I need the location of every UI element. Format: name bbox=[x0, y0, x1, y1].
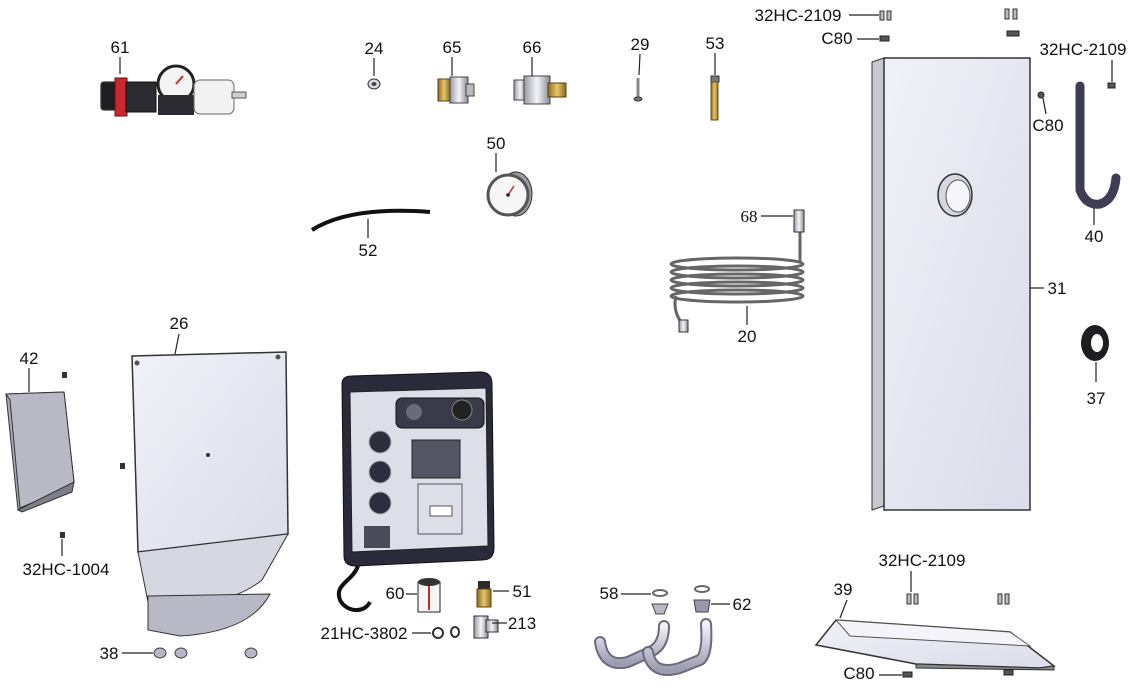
screw-part-29 bbox=[633, 78, 643, 102]
bolt-right bbox=[1107, 82, 1116, 89]
screw-26-left bbox=[120, 463, 125, 469]
pressure-gauge-part-50 bbox=[486, 171, 533, 217]
label-65: 65 bbox=[443, 38, 462, 57]
hook-part-40 bbox=[1075, 81, 1121, 209]
label-21hc-3802: 21HC-3802 bbox=[321, 624, 408, 643]
screw-32hc-1004 bbox=[60, 532, 65, 538]
nut-c80-right bbox=[1037, 91, 1045, 99]
label-52: 52 bbox=[359, 241, 378, 260]
mounting-plate-part-26 bbox=[131, 351, 289, 637]
label-32hc-2109-right: 32HC-2109 bbox=[1040, 40, 1127, 59]
power-cord bbox=[336, 565, 372, 612]
label-c80-bottom: C80 bbox=[843, 664, 874, 683]
back-panel-part-31 bbox=[871, 57, 1031, 511]
control-cabinet bbox=[341, 371, 495, 567]
label-31: 31 bbox=[1048, 279, 1067, 298]
u-pipes bbox=[594, 618, 713, 676]
label-213: 213 bbox=[508, 614, 536, 633]
label-60: 60 bbox=[386, 584, 405, 603]
bottom-bolt-set bbox=[902, 593, 1014, 678]
label-42: 42 bbox=[20, 349, 39, 368]
label-32hc-1004: 32HC-1004 bbox=[23, 560, 110, 579]
label-32hc-2109-top: 32HC-2109 bbox=[755, 6, 842, 25]
coil-fitting-part-68 bbox=[793, 209, 805, 233]
hose-part-52 bbox=[310, 208, 431, 232]
fitting-part-65 bbox=[437, 76, 475, 104]
label-24: 24 bbox=[365, 39, 384, 58]
screw-42-top bbox=[62, 372, 67, 378]
label-29: 29 bbox=[631, 35, 650, 54]
canister-part-60 bbox=[417, 578, 441, 613]
label-38: 38 bbox=[100, 644, 119, 663]
filter-regulator-part-61 bbox=[100, 64, 247, 117]
seal-part-58 bbox=[651, 589, 669, 615]
label-66: 66 bbox=[523, 38, 542, 57]
label-20: 20 bbox=[738, 327, 757, 346]
label-62: 62 bbox=[733, 595, 752, 614]
nut-part-24 bbox=[367, 78, 381, 90]
label-c80-right: C80 bbox=[1032, 116, 1063, 135]
label-40: 40 bbox=[1085, 227, 1104, 246]
fitting-part-66 bbox=[513, 75, 567, 105]
label-58: 58 bbox=[600, 584, 619, 603]
top-bolt-set bbox=[879, 8, 1020, 42]
fitting-part-51 bbox=[476, 581, 492, 608]
anchor-bolt-part-53 bbox=[710, 75, 720, 121]
caps-part-38 bbox=[153, 647, 258, 659]
bottom-tray-part-39 bbox=[814, 619, 1056, 671]
label-50: 50 bbox=[487, 134, 506, 153]
cover-box-part-42 bbox=[5, 391, 75, 513]
label-53: 53 bbox=[706, 34, 725, 53]
label-61: 61 bbox=[111, 38, 130, 57]
grommet-part-37 bbox=[1081, 325, 1109, 361]
label-51: 51 bbox=[513, 582, 532, 601]
cap-part-62 bbox=[693, 585, 711, 613]
label-39: 39 bbox=[834, 580, 853, 599]
coil-end-fitting bbox=[678, 319, 689, 333]
label-26: 26 bbox=[170, 314, 189, 333]
label-68: 68 bbox=[741, 207, 758, 226]
washers-21hc-3802 bbox=[432, 626, 460, 639]
elbow-part-213 bbox=[473, 615, 499, 639]
label-c80-top: C80 bbox=[821, 29, 852, 48]
label-37: 37 bbox=[1087, 389, 1106, 408]
coil-tube-part-20 bbox=[669, 232, 805, 327]
label-32hc-2109-bottom: 32HC-2109 bbox=[879, 551, 966, 570]
